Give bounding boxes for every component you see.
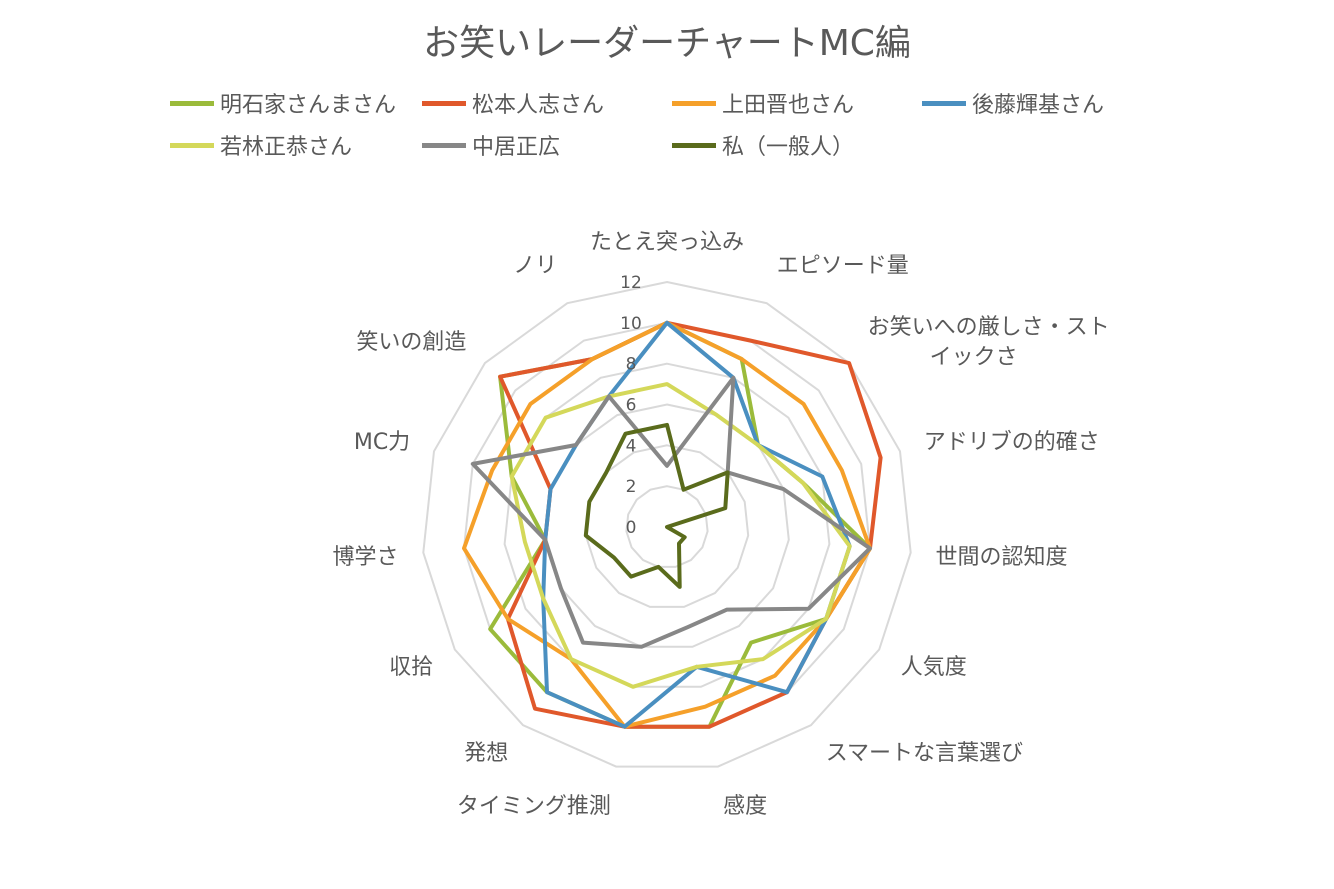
category-label: 笑いの創造 <box>356 330 466 355</box>
category-label-line: お笑いへの厳しさ・スト <box>868 315 1110 340</box>
category-label-line: タイミング推測 <box>457 794 611 819</box>
category-labels: たとえ突っ込みエピソード量お笑いへの厳しさ・ストイックさアドリブの的確さ世間の認… <box>332 230 1109 819</box>
radar-series <box>462 320 883 729</box>
legend-item: 明石家さんまさん <box>170 86 396 120</box>
category-label-line: たとえ突っ込み <box>590 230 744 255</box>
category-label-line: MC力 <box>354 430 410 455</box>
legend-label: 明石家さんまさん <box>220 93 397 118</box>
legend-item: 松本人志さん <box>422 86 604 120</box>
legend-swatch <box>170 142 214 148</box>
legend-label: 後藤輝基さん <box>972 93 1105 118</box>
legend-swatch <box>922 100 966 106</box>
chart-title: お笑いレーダーチャートMC編 <box>423 23 911 64</box>
radial-tick-label: 8 <box>626 355 637 375</box>
legend-label: 上田晋也さん <box>722 93 855 118</box>
category-label: 人気度 <box>901 655 967 680</box>
legend: 明石家さんまさん 松本人志さん 上田晋也さん 後藤輝基さん若林正恭さん 中居正広 私（一般… <box>170 86 1170 166</box>
legend-item: 私（一般人） <box>672 128 854 162</box>
category-label: 世間の認知度 <box>936 545 1068 570</box>
category-label-line: 発想 <box>464 741 508 766</box>
category-label-line: 笑いの創造 <box>356 330 466 355</box>
radial-tick-label: 10 <box>620 314 642 334</box>
legend-swatch <box>672 142 716 148</box>
legend-label: 私（一般人） <box>722 135 855 160</box>
radial-tick-label: 2 <box>626 477 637 497</box>
legend-label: 松本人志さん <box>472 93 605 118</box>
legend-swatch <box>422 142 466 148</box>
radial-tick-label: 4 <box>626 436 637 456</box>
legend-item: 後藤輝基さん <box>922 86 1104 120</box>
category-label-line: 収拾 <box>389 655 433 680</box>
radial-tick-label: 12 <box>620 273 642 293</box>
series-line-2 <box>462 320 872 729</box>
category-label: MC力 <box>354 430 410 455</box>
legend-label: 若林正恭さん <box>220 135 353 160</box>
category-label: 感度 <box>723 794 767 819</box>
radial-axis-ticks: 0 2 4 6 8 10 12 <box>620 273 642 538</box>
category-label: スマートな言葉選び <box>826 741 1023 766</box>
category-label: たとえ突っ込み <box>590 230 744 255</box>
grid-ring-6 <box>422 280 912 768</box>
category-label-line: 世間の認知度 <box>936 545 1068 570</box>
category-label-line: エピソード量 <box>777 253 909 278</box>
legend-swatch <box>422 100 466 106</box>
legend-item: 上田晋也さん <box>672 86 854 120</box>
series-line-3 <box>541 320 852 729</box>
category-label: お笑いへの厳しさ・ストイックさ <box>868 315 1110 370</box>
category-label: 博学さ <box>332 545 398 570</box>
radial-tick-label: 6 <box>626 396 637 416</box>
series-line-5 <box>470 375 872 649</box>
legend-label: 中居正広 <box>472 135 561 160</box>
radial-tick-label: 0 <box>626 518 637 538</box>
legend-item: 中居正広 <box>422 128 560 162</box>
series-line-4 <box>509 382 852 689</box>
category-label: 収拾 <box>389 655 433 680</box>
category-label-line: 感度 <box>723 794 767 819</box>
category-label-line: アドリブの的確さ <box>924 430 1100 455</box>
category-label-line: 人気度 <box>901 655 967 680</box>
series-line-6 <box>583 422 730 589</box>
category-label-line: スマートな言葉選び <box>826 741 1023 766</box>
category-label-line: 博学さ <box>332 545 398 570</box>
legend-item: 若林正恭さん <box>170 128 352 162</box>
category-label: ノリ <box>513 253 557 278</box>
category-label: タイミング推測 <box>457 794 611 819</box>
legend-swatch <box>170 100 214 106</box>
category-label-line: イックさ <box>930 345 1018 370</box>
category-label-line: ノリ <box>513 253 557 278</box>
grid-ring-1 <box>625 485 709 568</box>
category-label: エピソード量 <box>777 253 909 278</box>
legend-swatch <box>672 100 716 106</box>
series-line-1 <box>498 320 883 729</box>
category-label: 発想 <box>464 741 508 766</box>
category-label: アドリブの的確さ <box>924 430 1100 455</box>
